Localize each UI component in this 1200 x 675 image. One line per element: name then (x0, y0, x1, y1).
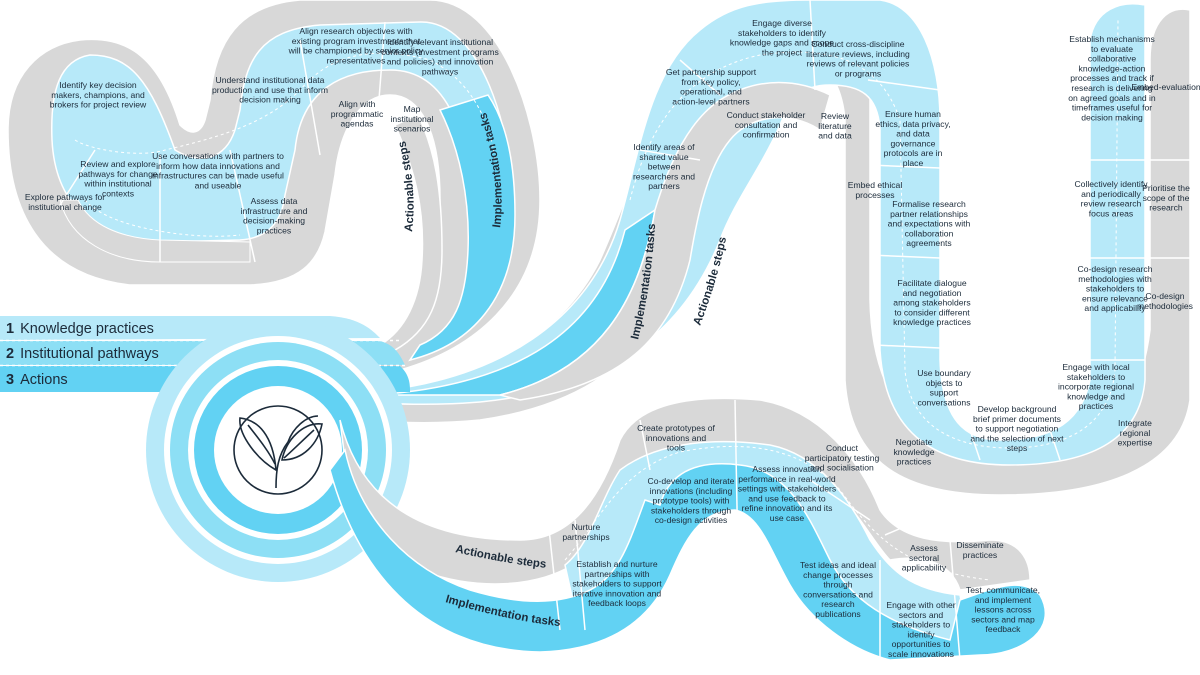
sprout-leaves-icon (233, 405, 323, 495)
section-1-ribbon (7, 0, 541, 376)
s2-step-8: Embed-evaluation (1131, 82, 1200, 92)
section-2-ribbon (359, 0, 1191, 496)
section-3-ribbon (329, 397, 1047, 661)
seed-rings (146, 318, 410, 582)
